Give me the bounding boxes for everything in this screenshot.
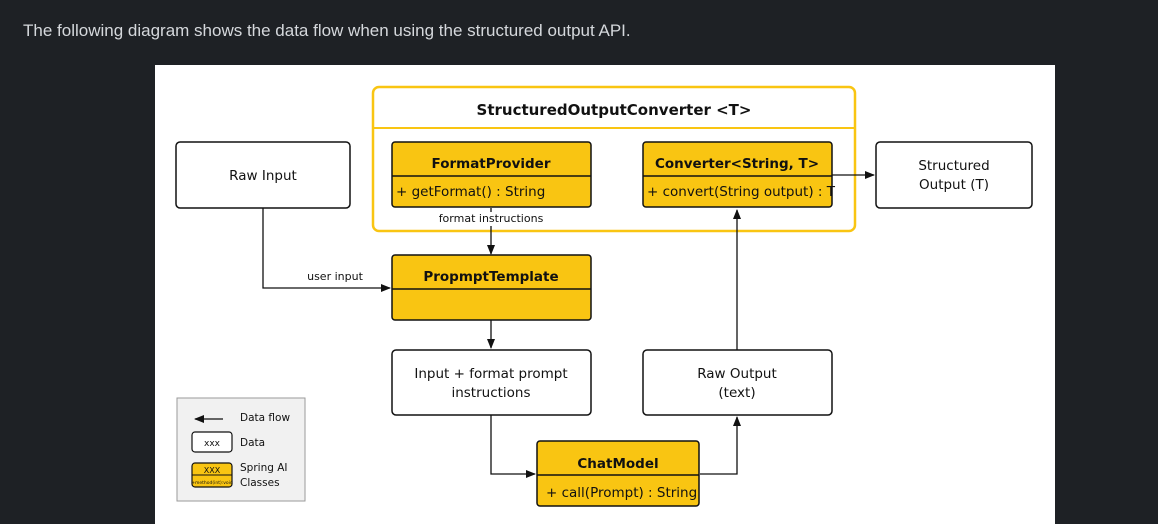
- legend-class-swatch-method: +method(int):void: [191, 480, 233, 486]
- legend-class-swatch-label: XXX: [204, 466, 221, 475]
- input-format-box: Input + format prompt instructions: [391, 349, 592, 416]
- format-provider-method: + getFormat() : String: [396, 184, 545, 200]
- legend-data: Data: [240, 437, 265, 449]
- input-format-line2: instructions: [451, 385, 530, 401]
- chat-model-class: ChatModel + call(Prompt) : String: [536, 440, 700, 507]
- input-to-chatmodel-arrow: [490, 415, 536, 478]
- converter-method: + convert(String output) : T: [647, 184, 836, 200]
- raw-input-box: Raw Input: [175, 141, 351, 209]
- input-format-line1: Input + format prompt: [414, 366, 567, 382]
- converter-class: Converter<String, T> + convert(String ou…: [642, 141, 836, 208]
- chat-model-title: ChatModel: [577, 456, 658, 472]
- raw-input-label: Raw Input: [229, 168, 297, 184]
- structured-output-line1: Structured: [918, 158, 989, 174]
- prompt-template-title: PropmptTemplate: [423, 269, 558, 285]
- legend-data-swatch: [191, 431, 233, 453]
- data-flow-diagram: StructuredOutputConverter <T> Raw Input …: [155, 65, 1055, 524]
- legend-spring-ai: Spring AI: [240, 462, 288, 474]
- chat-model-method: + call(Prompt) : String: [546, 485, 697, 501]
- format-instructions-label: format instructions: [439, 212, 544, 225]
- diagram-svg: StructuredOutputConverter <T> Raw Input …: [175, 85, 1033, 507]
- legend-data-flow: Data flow: [240, 412, 290, 424]
- converter-group-title: StructuredOutputConverter <T>: [477, 101, 752, 119]
- converter-title: Converter<String, T>: [655, 156, 819, 172]
- raw-output-box: Raw Output (text): [642, 349, 833, 416]
- legend-classes: Classes: [240, 477, 280, 489]
- structured-output-box: Structured Output (T): [875, 141, 1033, 209]
- raw-output-line2: (text): [718, 385, 755, 401]
- legend: Data flow xxx Data XXX +method(int):void…: [176, 397, 306, 502]
- chatmodel-to-rawoutput-arrow: [700, 416, 741, 475]
- legend-data-swatch-label: xxx: [204, 439, 221, 449]
- structured-output-line2: Output (T): [919, 177, 989, 193]
- prompt-template-class: PropmptTemplate: [391, 254, 592, 321]
- user-input-label: user input: [307, 270, 363, 283]
- raw-output-line1: Raw Output: [697, 366, 777, 382]
- format-provider-title: FormatProvider: [432, 156, 551, 172]
- user-input-arrow: [262, 208, 391, 292]
- format-provider-class: FormatProvider + getFormat() : String: [391, 141, 592, 208]
- intro-text: The following diagram shows the data flo…: [23, 21, 631, 40]
